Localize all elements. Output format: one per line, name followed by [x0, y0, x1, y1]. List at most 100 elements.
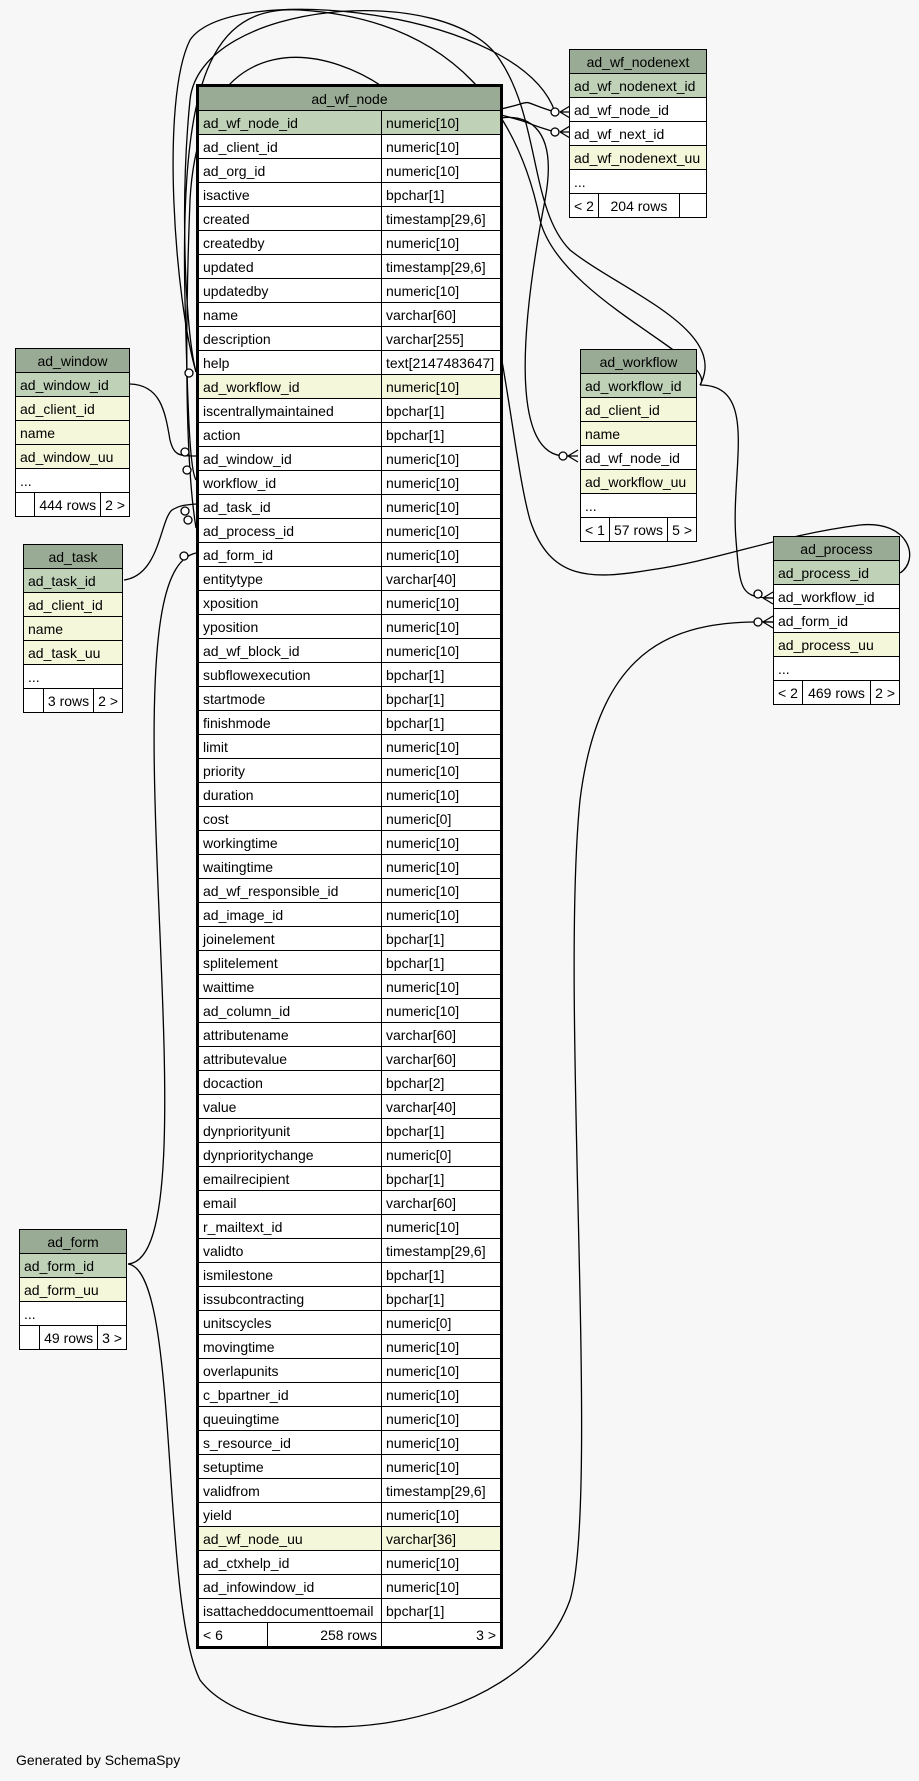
column-row[interactable]: ad_workflow_id	[580, 373, 697, 398]
column-row[interactable]: ad_form_id	[19, 1253, 127, 1278]
column-row[interactable]: ad_client_id	[580, 397, 697, 422]
table-header[interactable]: ad_workflow	[580, 349, 697, 374]
children-link[interactable]	[679, 193, 707, 218]
parents-link[interactable]: < 1	[580, 517, 610, 542]
parents-link[interactable]: < 6	[197, 1622, 268, 1648]
children-link[interactable]: 2 >	[100, 492, 130, 517]
column-row[interactable]: ad_wf_next_id	[569, 121, 707, 146]
column-row[interactable]: ad_process_uu	[773, 632, 900, 657]
more-columns-row[interactable]: ...	[23, 664, 123, 689]
column-row[interactable]: ad_window_uu	[15, 444, 130, 469]
column-row[interactable]: ad_workflow_uu	[580, 469, 697, 494]
column-row[interactable]: ad_window_id	[15, 372, 130, 397]
children-link[interactable]: 2 >	[870, 680, 900, 705]
table-header[interactable]: ad_form	[19, 1229, 127, 1254]
column-row[interactable]: ad_process_id	[773, 560, 900, 585]
parents-link[interactable]	[18, 1325, 41, 1350]
table-header[interactable]: ad_wf_node	[197, 85, 502, 111]
more-columns-row[interactable]: ...	[15, 468, 130, 493]
column-row[interactable]: ad_client_id	[15, 396, 130, 421]
column-row[interactable]: ad_wf_nodenext_uu	[569, 145, 707, 170]
table-header[interactable]: ad_process	[773, 536, 900, 561]
column-row[interactable]: ad_wf_node_id	[569, 97, 707, 122]
column-row[interactable]: ad_task_uu	[23, 640, 123, 665]
column-row[interactable]: ad_wf_node_id	[580, 445, 697, 470]
more-columns-row[interactable]: ...	[580, 493, 697, 518]
column-row[interactable]: ad_task_id	[23, 568, 123, 593]
children-link[interactable]: 5 >	[667, 517, 697, 542]
parents-link[interactable]: < 2	[773, 680, 803, 705]
parents-link[interactable]	[23, 688, 44, 713]
column-row[interactable]: name	[15, 420, 130, 445]
more-columns-row[interactable]: ...	[773, 656, 900, 681]
column-row[interactable]: ad_workflow_id	[773, 584, 900, 609]
column-row[interactable]: name	[23, 616, 123, 641]
children-link[interactable]: 3 >	[97, 1325, 127, 1350]
parents-link[interactable]	[14, 492, 36, 517]
table-header[interactable]: ad_window	[15, 348, 130, 373]
column-row[interactable]: ad_form_id	[773, 608, 900, 633]
column-row[interactable]: name	[580, 421, 697, 446]
parents-link[interactable]: < 2	[569, 193, 599, 218]
table-header[interactable]: ad_task	[23, 544, 123, 569]
table-header[interactable]: ad_wf_nodenext	[569, 49, 707, 74]
children-link[interactable]: 3 >	[381, 1622, 502, 1648]
